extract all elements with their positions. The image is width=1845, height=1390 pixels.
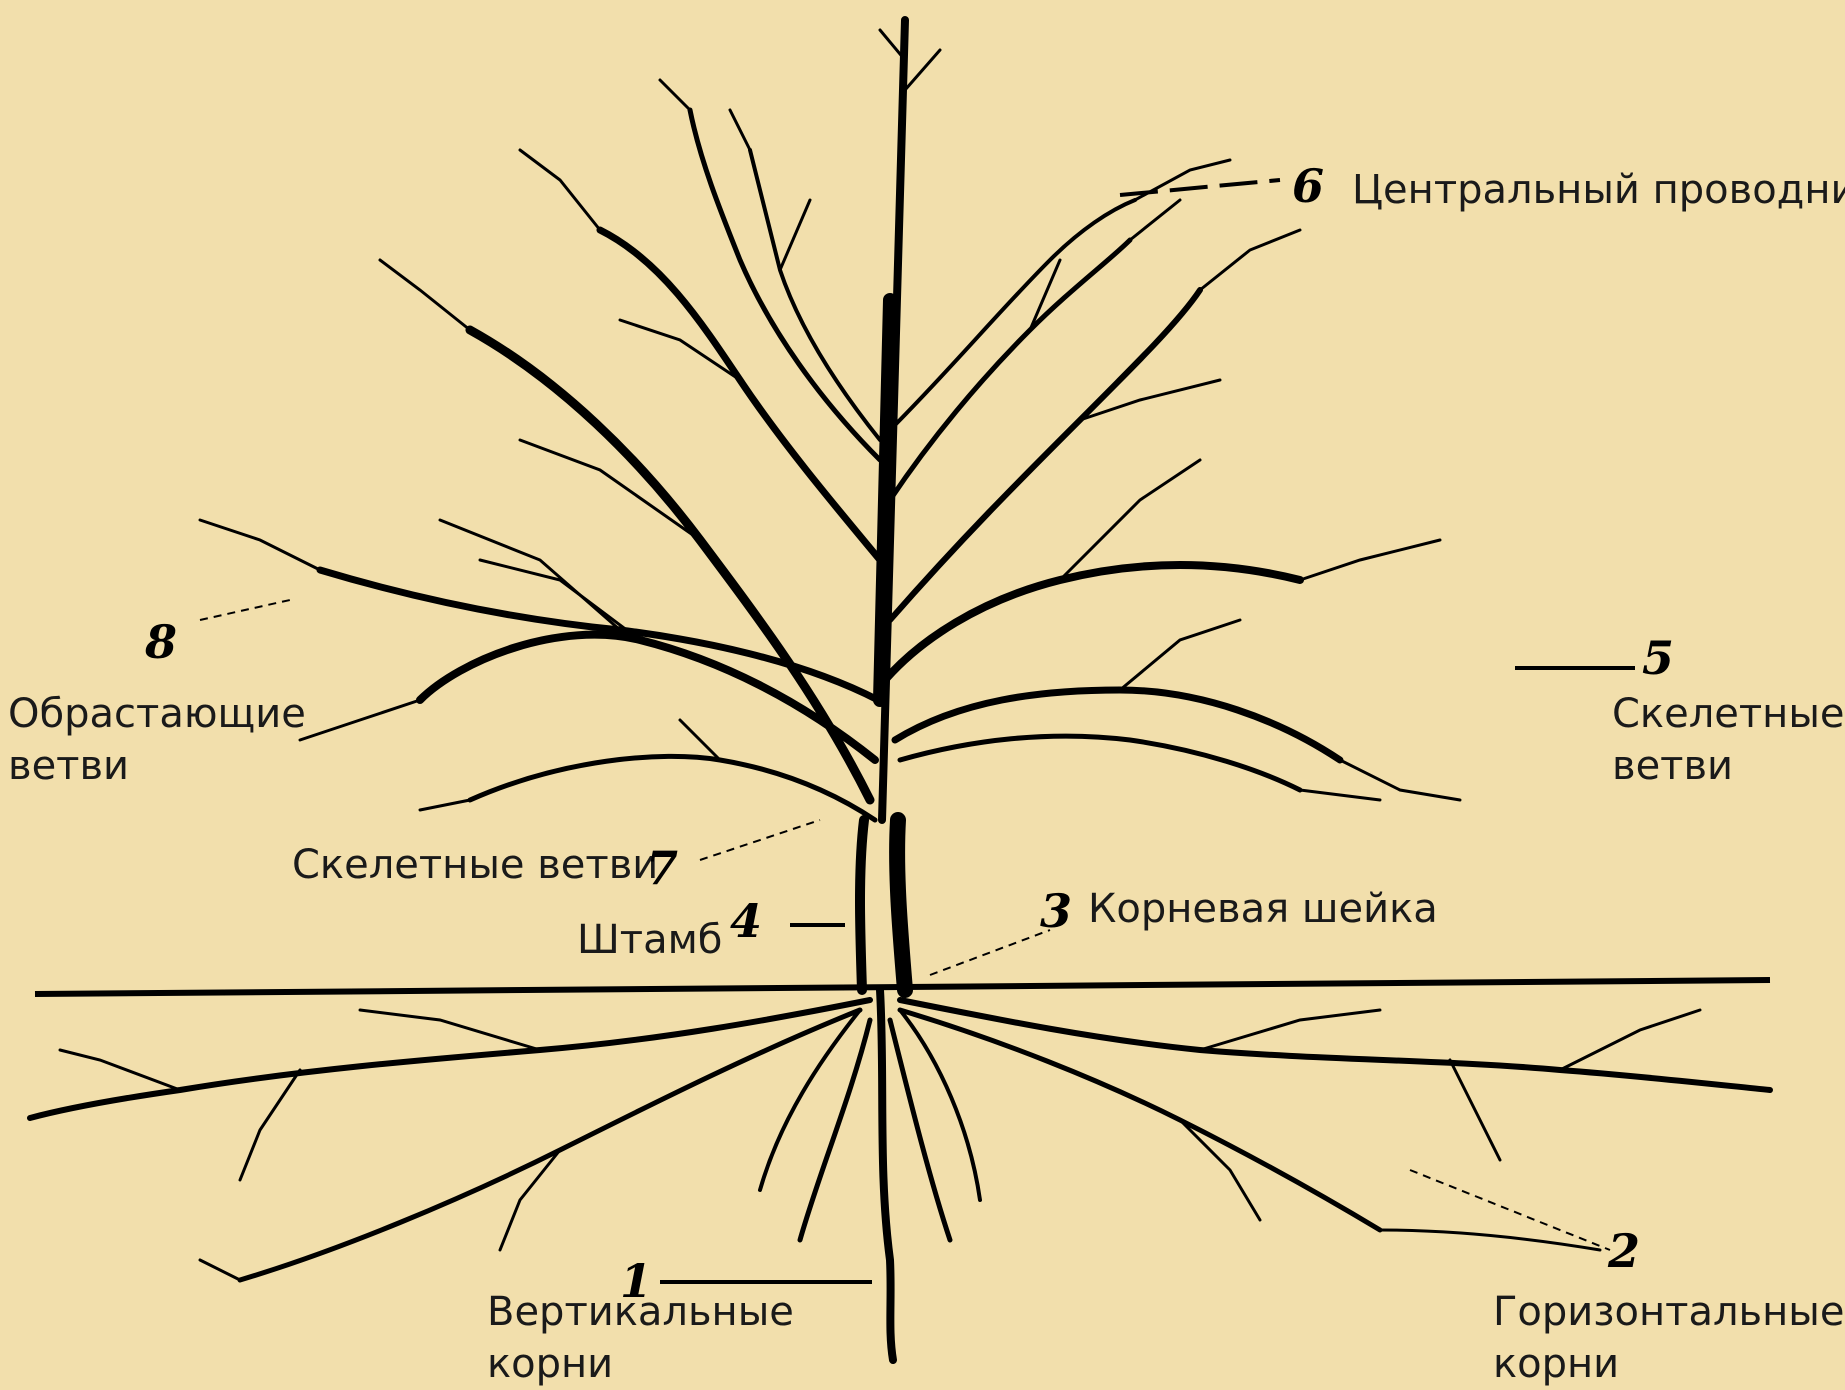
skeletal-right-label-line2: ветви	[1612, 740, 1733, 792]
horizontal-roots-number: 2	[1608, 1225, 1640, 1277]
skeletal-right-number: 5	[1642, 632, 1674, 684]
vertical-roots-label-line1: Вертикальные	[487, 1286, 794, 1338]
horizontal-roots-label-line1: Горизонтальные	[1493, 1286, 1844, 1338]
skeletal-right-label-line1: Скелетные	[1612, 688, 1845, 740]
horizontal-roots-label-line2: корни	[1493, 1338, 1619, 1390]
overgrowing-label-line1: Обрастающие	[8, 688, 306, 740]
trunk-label: Штамб	[577, 914, 722, 966]
vertical-roots-label-line2: корни	[487, 1338, 613, 1390]
skeletal-lower-number: 7	[646, 842, 678, 894]
trunk-number: 4	[730, 895, 762, 947]
skeletal-lower-label: Скелетные ветви	[292, 839, 658, 891]
overgrowing-number: 8	[145, 616, 177, 668]
root-collar-label: Корневая шейка	[1088, 883, 1438, 935]
trunk-drawing	[860, 20, 905, 990]
root-collar-number: 3	[1040, 885, 1072, 937]
central-leader-number: 6	[1292, 160, 1324, 212]
crown-branches	[200, 30, 1460, 820]
central-leader-label: Центральный проводник	[1352, 164, 1845, 216]
overgrowing-label-line2: ветви	[8, 740, 129, 792]
